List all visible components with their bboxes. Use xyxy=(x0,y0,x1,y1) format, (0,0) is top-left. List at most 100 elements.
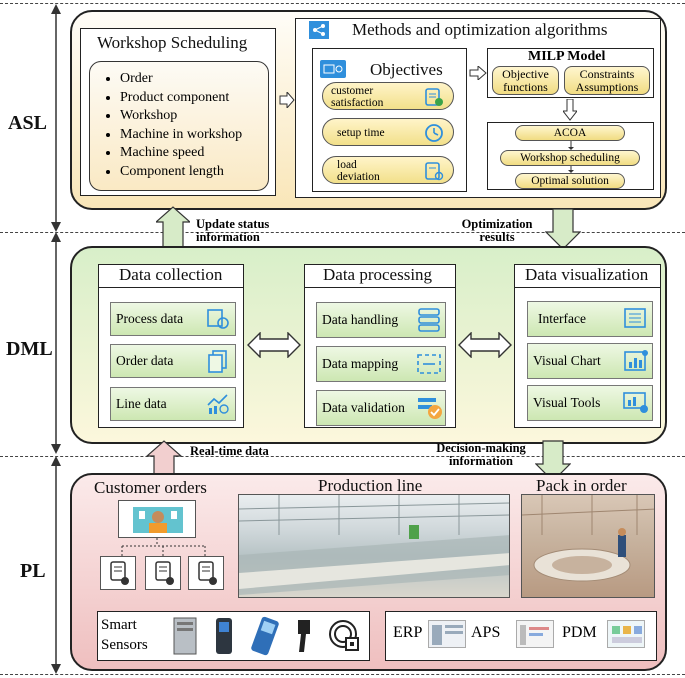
pda-device-icon xyxy=(251,616,279,656)
bar-chart-icon xyxy=(624,350,648,371)
processing-visualization-double-arrow xyxy=(458,332,512,358)
layer-axis xyxy=(51,4,61,674)
handheld-scanner-icon xyxy=(216,618,232,654)
objective-label: setup time xyxy=(337,127,385,139)
pdm-screenshot xyxy=(607,620,645,648)
server-stack-icon xyxy=(418,308,440,332)
milp-title: MILP Model xyxy=(528,49,606,64)
layer-label-pl: PL xyxy=(20,560,46,582)
objective-label: customer satisfaction xyxy=(331,85,384,109)
documents-icon xyxy=(208,350,227,373)
decision-making-arrow xyxy=(535,440,571,482)
document-chart-icon xyxy=(425,162,444,181)
milp-to-acoa-arrow xyxy=(563,99,577,121)
objective-setup-time: setup time xyxy=(322,118,454,146)
objectives-to-milp-arrow xyxy=(469,66,487,80)
workshop-item: Machine speed xyxy=(120,144,268,163)
workshop-item: Product component xyxy=(120,89,268,108)
pack-in-order-photo xyxy=(521,494,655,598)
aps-label: APS xyxy=(471,624,501,641)
data-visualization-title: Data visualization xyxy=(525,265,649,284)
data-mapping-label: Data mapping xyxy=(322,356,399,371)
acoa-box: ACOA xyxy=(515,125,625,141)
optimization-results-label: Optimization results xyxy=(461,217,533,244)
update-status-label: Update status information xyxy=(196,217,270,244)
interface-screen-icon xyxy=(624,308,646,328)
customer-orders-title: Customer orders xyxy=(94,478,207,497)
monitor-tools-icon xyxy=(623,392,648,413)
objective-load-deviation: load deviation xyxy=(322,156,454,184)
customer-computer-illustration xyxy=(118,500,196,538)
line-data-item: Line data xyxy=(110,387,236,421)
layer-label-asl: ASL xyxy=(8,112,47,134)
workshop-item: Workshop xyxy=(120,107,268,126)
workshop-items-list: Order Product component Workshop Machine… xyxy=(90,62,268,181)
layer-label-dml: DML xyxy=(6,338,53,360)
server-tower-icon xyxy=(173,617,197,655)
order-connector-lines xyxy=(121,538,206,556)
objective-customer-satisfaction: customer satisfaction xyxy=(322,82,454,110)
optimization-results-arrow xyxy=(545,208,581,250)
methods-title: Methods and optimization algorithms xyxy=(352,20,608,39)
erp-label: ERP xyxy=(393,624,423,641)
process-data-label: Process data xyxy=(116,311,184,326)
workshop-item: Order xyxy=(120,70,268,89)
order-data-label: Order data xyxy=(116,353,174,368)
clipboard-check-icon xyxy=(425,88,443,106)
separator-bottom xyxy=(0,674,685,675)
line-data-label: Line data xyxy=(116,396,167,411)
data-processing-title: Data processing xyxy=(323,265,433,284)
network-icon xyxy=(309,21,329,39)
workshop-scheduling-step: Workshop scheduling xyxy=(500,150,640,166)
pack-in-order-title: Pack in order xyxy=(536,476,627,495)
order-doc-icon xyxy=(100,556,136,590)
process-data-item: Process data xyxy=(110,302,236,336)
visual-chart-item: Visual Chart xyxy=(527,343,653,379)
visual-tools-item: Visual Tools xyxy=(527,385,653,421)
constraints-assumptions-box: Constraints Assumptions xyxy=(564,66,650,95)
interface-label: Interface xyxy=(538,311,586,326)
workshop-to-methods-arrow xyxy=(279,92,295,108)
optimal-solution-box: Optimal solution xyxy=(515,173,625,189)
validation-icon xyxy=(418,398,442,419)
rfid-tag-icon xyxy=(329,620,359,651)
objective-functions-box: Objective functions xyxy=(492,66,559,95)
realtime-data-label: Real-time data xyxy=(190,444,269,458)
data-handling-item: Data handling xyxy=(316,302,446,338)
objectives-title: Objectives xyxy=(370,60,443,79)
data-handling-label: Data handling xyxy=(322,312,399,327)
objectives-icon xyxy=(320,60,346,78)
workshop-scheduling-title: Workshop Scheduling xyxy=(97,33,248,52)
separator-dml-pl xyxy=(0,456,685,457)
barcode-gun-icon xyxy=(298,620,310,652)
algorithm-flow-arrows xyxy=(568,141,574,173)
update-status-arrow xyxy=(156,206,190,250)
objective-label: load deviation xyxy=(337,159,380,183)
visual-chart-label: Visual Chart xyxy=(533,353,601,368)
separator-top xyxy=(0,3,685,4)
order-doc-icon xyxy=(188,556,224,590)
clock-icon xyxy=(425,124,443,142)
workshop-item: Machine in workshop xyxy=(120,126,268,145)
data-collection-title: Data collection xyxy=(119,265,223,284)
interface-item: Interface xyxy=(527,301,653,337)
workshop-scheduling-box: Workshop Scheduling Order Product compon… xyxy=(80,28,276,196)
production-line-title: Production line xyxy=(318,476,423,495)
visual-tools-label: Visual Tools xyxy=(533,395,601,410)
pdm-label: PDM xyxy=(562,624,597,641)
smart-sensors-box xyxy=(97,611,370,661)
aps-screenshot xyxy=(516,620,554,648)
separator-asl-dml xyxy=(0,232,685,233)
decision-making-label: Decision-making information xyxy=(436,441,526,468)
erp-screenshot xyxy=(428,620,466,648)
smart-sensors-label: Smart Sensors xyxy=(101,617,148,653)
data-validation-label: Data validation xyxy=(322,400,405,415)
mapping-icon xyxy=(417,354,441,374)
trend-chart-icon xyxy=(207,394,229,414)
process-settings-icon xyxy=(207,309,229,329)
workshop-items-box: Order Product component Workshop Machine… xyxy=(89,61,269,191)
collection-processing-double-arrow xyxy=(247,332,301,358)
production-line-photo xyxy=(238,494,510,598)
order-doc-icon xyxy=(145,556,181,590)
milp-model-box: MILP Model Objective functions Constrain… xyxy=(487,48,654,98)
